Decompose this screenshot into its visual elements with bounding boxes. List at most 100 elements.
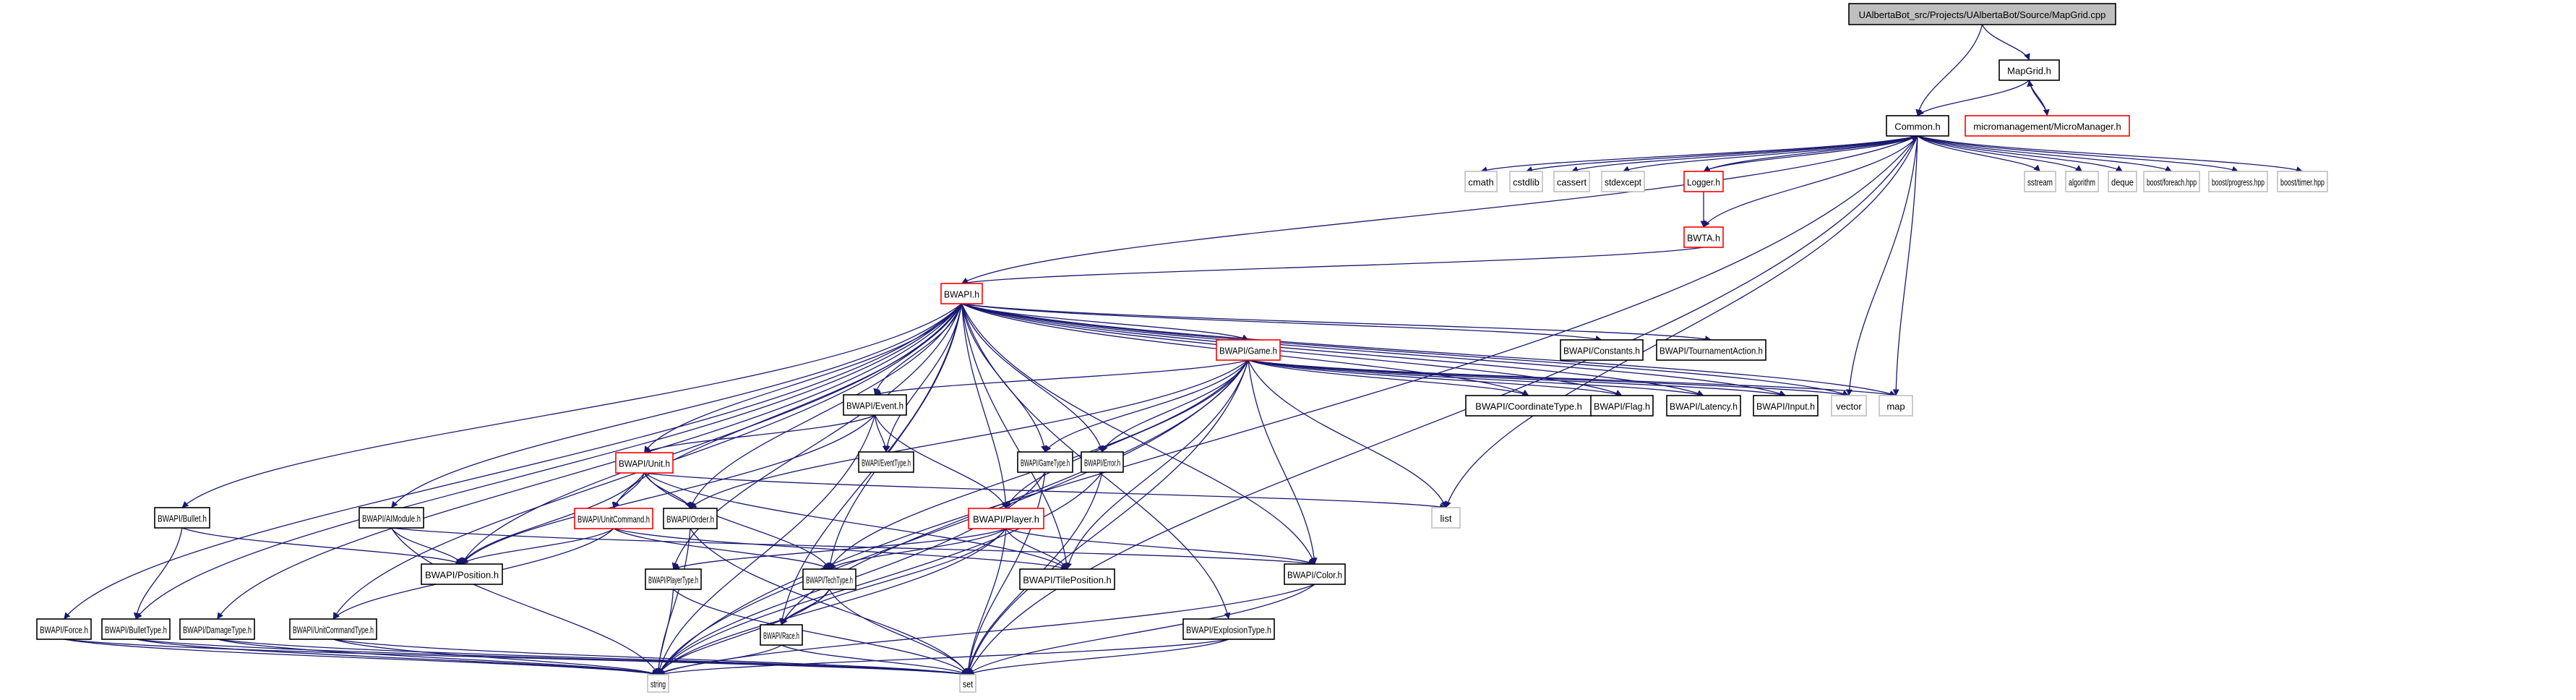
edge-unit-to-position [461,472,645,565]
node-unitcommandtype-box [289,618,377,640]
node-mapgrid-box [1998,59,2060,81]
node-stdexcept-label: stdexcept [1605,177,1641,188]
node-player[interactable]: BWAPI/Player.h [968,508,1044,529]
node-common-box [1886,115,1949,137]
edge-unitcommandtype-to-set [332,639,969,677]
node-race-label: BWAPI/Race.h [763,631,799,641]
node-constants-label: BWAPI/Constants.h [1563,346,1640,357]
edge-aimodule-to-color [391,527,1315,567]
edge-gametype-to-set [965,471,1046,675]
edge-unit-to-unitcommand [611,472,645,509]
node-root[interactable]: UAlbertaBot_src/Projects/UAlbertaBot/Sou… [1848,3,2116,25]
node-deque: deque [2108,171,2137,192]
edge-common-to-foreach [1917,135,2172,172]
edge-unit-to-order [643,472,692,509]
edge-player-to-string [657,528,1007,675]
edge-game-to-event [875,359,1249,396]
node-coordtype[interactable]: BWAPI/CoordinateType.h [1465,395,1592,417]
node-eventtype[interactable]: BWAPI/EventType.h [858,451,914,473]
edge-bullet-to-bullettype [133,527,183,620]
node-progress-label: boost/progress.hpp [2212,177,2264,188]
node-latency[interactable]: BWAPI/Latency.h [1666,395,1741,417]
node-common-label: Common.h [1894,121,1941,132]
node-input[interactable]: BWAPI/Input.h [1753,395,1819,417]
node-tileposition[interactable]: BWAPI/TilePosition.h [1019,568,1115,590]
node-cassert-label: cassert [1557,177,1587,188]
edge-damagetype-to-string [217,639,658,677]
node-string: string [647,674,669,693]
edge-bwta-to-bwapi [961,247,1704,286]
node-unitcommand[interactable]: BWAPI/UnitCommand.h [574,508,653,529]
node-event[interactable]: BWAPI/Event.h [843,394,907,416]
node-bwta[interactable]: BWTA.h [1683,226,1724,248]
node-algorithm-label: algorithm [2069,177,2095,188]
edge-micromanager-to-mapgrid [2027,80,2048,116]
node-cstdlib-label: cstdlib [1513,177,1540,188]
node-logger[interactable]: Logger.h [1683,171,1724,192]
node-unitcommandtype[interactable]: BWAPI/UnitCommandType.h [289,618,377,640]
nodes-layer: UAlbertaBot_src/Projects/UAlbertaBot/Sou… [36,3,2328,693]
node-bwapi[interactable]: BWAPI.h [940,283,983,304]
edge-bullet-to-position [181,527,463,565]
edge-bwapi-to-map [961,303,1897,397]
edge-common-to-sstream [1917,135,2040,172]
node-race[interactable]: BWAPI/Race.h [760,624,803,646]
edge-logger-to-common [1703,135,1918,172]
node-unit[interactable]: BWAPI/Unit.h [615,452,674,474]
node-bullet-box [154,507,210,529]
edge-root-to-common [1915,24,1983,116]
node-set-box [959,674,976,693]
node-cstdlib: cstdlib [1509,171,1543,192]
node-root-box [1848,3,2116,25]
edge-common-to-stdexcept [1623,135,1918,172]
edge-bwapi-to-flag [961,303,1623,396]
edge-bwapi-to-input [961,303,1786,397]
node-flag[interactable]: BWAPI/Flag.h [1590,395,1654,417]
node-order[interactable]: BWAPI/Order.h [663,508,718,529]
node-playertype[interactable]: BWAPI/PlayerType.h [645,568,702,590]
node-aimodule[interactable]: BWAPI/AIModule.h [359,507,424,529]
edge-error-to-string [657,471,1103,675]
edge-player-to-playertype [673,528,1007,570]
node-bullet-label: BWAPI/Bullet.h [158,513,207,524]
node-game[interactable]: BWAPI/Game.h [1216,339,1281,361]
edge-event-to-unit [644,414,875,453]
node-explosiontype[interactable]: BWAPI/ExplosionType.h [1182,618,1275,640]
node-bullet[interactable]: BWAPI/Bullet.h [154,507,210,529]
node-order-box [663,508,718,529]
node-tournament[interactable]: BWAPI/TournamentAction.h [1656,339,1766,361]
node-flag-box [1590,395,1654,417]
node-unit-box [615,452,674,474]
node-mapgrid[interactable]: MapGrid.h [1998,59,2060,81]
node-error[interactable]: BWAPI/Error.h [1081,451,1124,473]
node-gametype[interactable]: BWAPI/GameType.h [1017,451,1073,473]
node-eventtype-label: BWAPI/EventType.h [862,458,911,469]
node-micromanager[interactable]: micromanagement/MicroManager.h [1965,115,2130,137]
node-tileposition-box [1019,568,1115,590]
node-foreach-label: boost/foreach.hpp [2147,177,2197,188]
node-cstdlib-box [1509,171,1543,192]
edge-bwapi-to-eventtype [883,303,963,453]
node-damagetype-box [179,618,255,640]
edge-order-to-string [655,528,691,675]
node-constants[interactable]: BWAPI/Constants.h [1560,339,1644,361]
edge-bwapi-to-error [961,303,1104,453]
node-color[interactable]: BWAPI/Color.h [1284,563,1346,585]
node-techtype-label: BWAPI/TechType.h [806,575,853,586]
node-eventtype-box [858,451,914,473]
node-mapgrid-label: MapGrid.h [2007,66,2051,77]
node-position[interactable]: BWAPI/Position.h [421,563,503,585]
node-techtype[interactable]: BWAPI/TechType.h [802,568,856,590]
edge-game-to-latency [1248,359,1704,398]
node-map-label: map [1886,401,1905,412]
edge-game-to-gametype [1044,359,1249,453]
node-common[interactable]: Common.h [1886,115,1949,137]
node-bullettype[interactable]: BWAPI/BulletType.h [101,618,171,640]
node-position-box [421,563,503,585]
edge-aimodule-to-string [390,527,659,675]
edge-color-to-set [967,584,1315,675]
edge-common-to-cstdlib [1526,135,1918,173]
edge-bwapi-to-aimodule [390,303,962,508]
node-force[interactable]: BWAPI/Force.h [36,618,92,640]
node-damagetype[interactable]: BWAPI/DamageType.h [179,618,255,640]
